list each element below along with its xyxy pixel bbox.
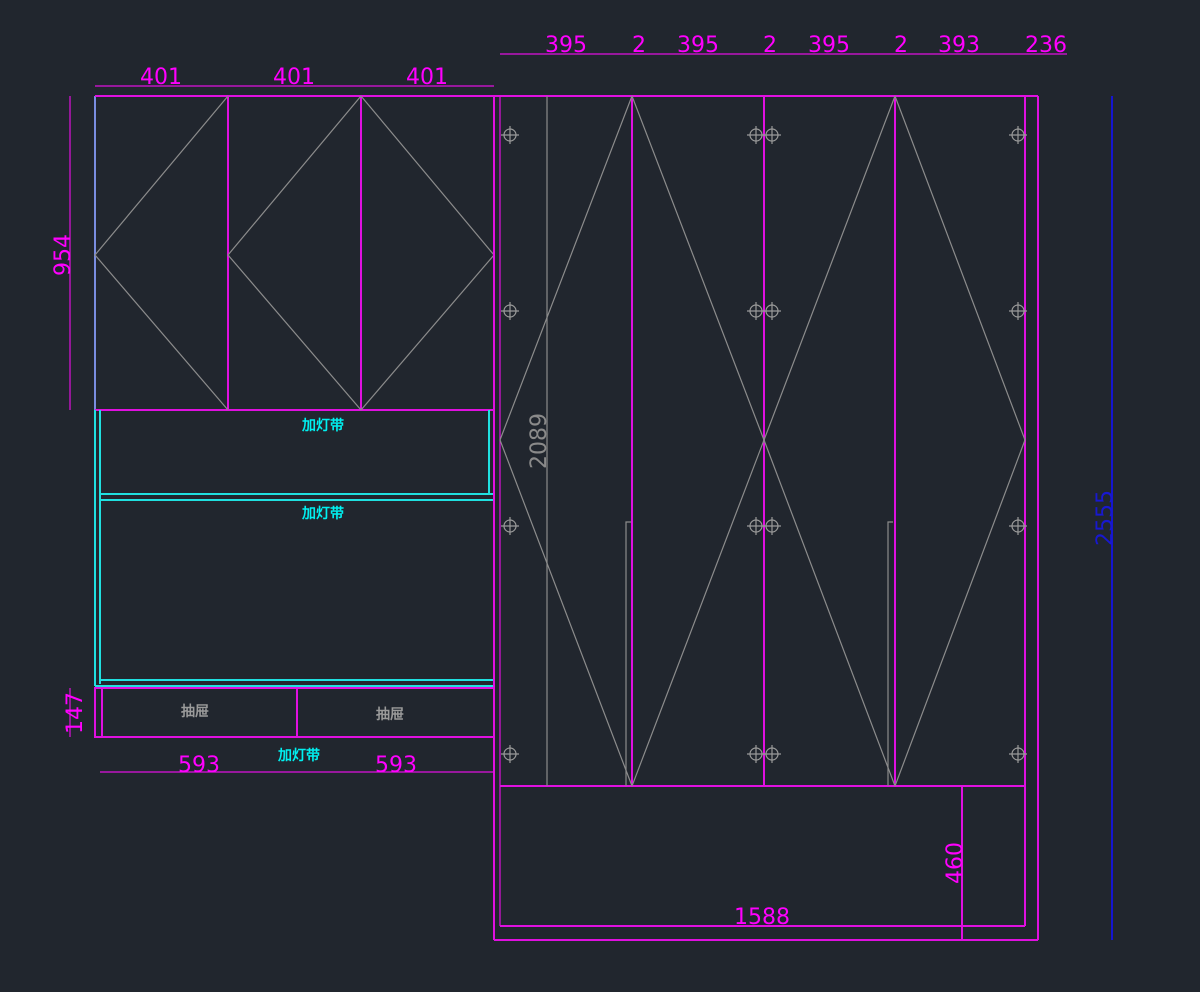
led-strip-label-2: 加灯带	[301, 505, 344, 522]
door-swing-line	[94, 95, 229, 411]
hinge-icon	[747, 302, 765, 320]
hinge-icon	[1009, 517, 1027, 535]
left-upper-cabinet	[94, 95, 495, 411]
dim-top-5: 395	[808, 33, 850, 58]
dim-bottom-left-1: 593	[178, 753, 220, 778]
dim-top-1: 395	[545, 33, 587, 58]
hinge-icon	[501, 302, 519, 320]
left-open-shelves	[94, 410, 495, 687]
dim-top-3: 395	[677, 33, 719, 58]
door-swing-line	[499, 95, 633, 787]
hinge-icon	[1009, 745, 1027, 763]
hinge-icon	[1009, 302, 1027, 320]
hinge-icon	[747, 126, 765, 144]
hinge-icon	[747, 745, 765, 763]
dim-base-1588: 1588	[734, 905, 790, 930]
dimension-lines	[69, 53, 1113, 940]
dim-top-2: 2	[632, 33, 646, 58]
hinge-icon	[501, 517, 519, 535]
dim-top-4: 2	[763, 33, 777, 58]
dim-bottom-left-2: 593	[375, 753, 417, 778]
hinge-icon	[1009, 126, 1027, 144]
door-swing-line	[360, 95, 495, 411]
door-swing-line	[631, 95, 765, 787]
hinge-icon	[763, 302, 781, 320]
hinge-icon	[763, 517, 781, 535]
hinge-icon	[501, 745, 519, 763]
dim-left-954: 954	[51, 234, 76, 276]
dim-total-2555: 2555	[1093, 490, 1118, 546]
hinge-icon	[747, 517, 765, 535]
dim-base-460: 460	[943, 842, 968, 884]
dim-left-top-3: 401	[406, 65, 448, 90]
led-strip-label-1: 加灯带	[301, 417, 344, 434]
door-swing-line	[763, 95, 896, 787]
dim-top-8: 236	[1025, 33, 1067, 58]
dim-top-7: 393	[938, 33, 980, 58]
door-swing-line	[894, 95, 1026, 787]
left-drawers	[94, 687, 495, 738]
hinge-icon	[763, 126, 781, 144]
right-wardrobe	[493, 95, 1039, 941]
door-swing-line	[227, 95, 362, 411]
hinge-icon	[763, 745, 781, 763]
drawer-label-1: 抽屉	[181, 703, 209, 720]
hinge-icon	[501, 126, 519, 144]
dim-top-6: 2	[894, 33, 908, 58]
dim-left-147: 147	[63, 692, 88, 734]
hinge-markers	[501, 126, 1027, 763]
dim-left-top-1: 401	[140, 65, 182, 90]
led-strip-label-3: 加灯带	[277, 747, 320, 764]
drawer-label-2: 抽屉	[376, 706, 404, 723]
dim-left-top-2: 401	[273, 65, 315, 90]
dim-inner-2089: 2089	[527, 413, 552, 469]
